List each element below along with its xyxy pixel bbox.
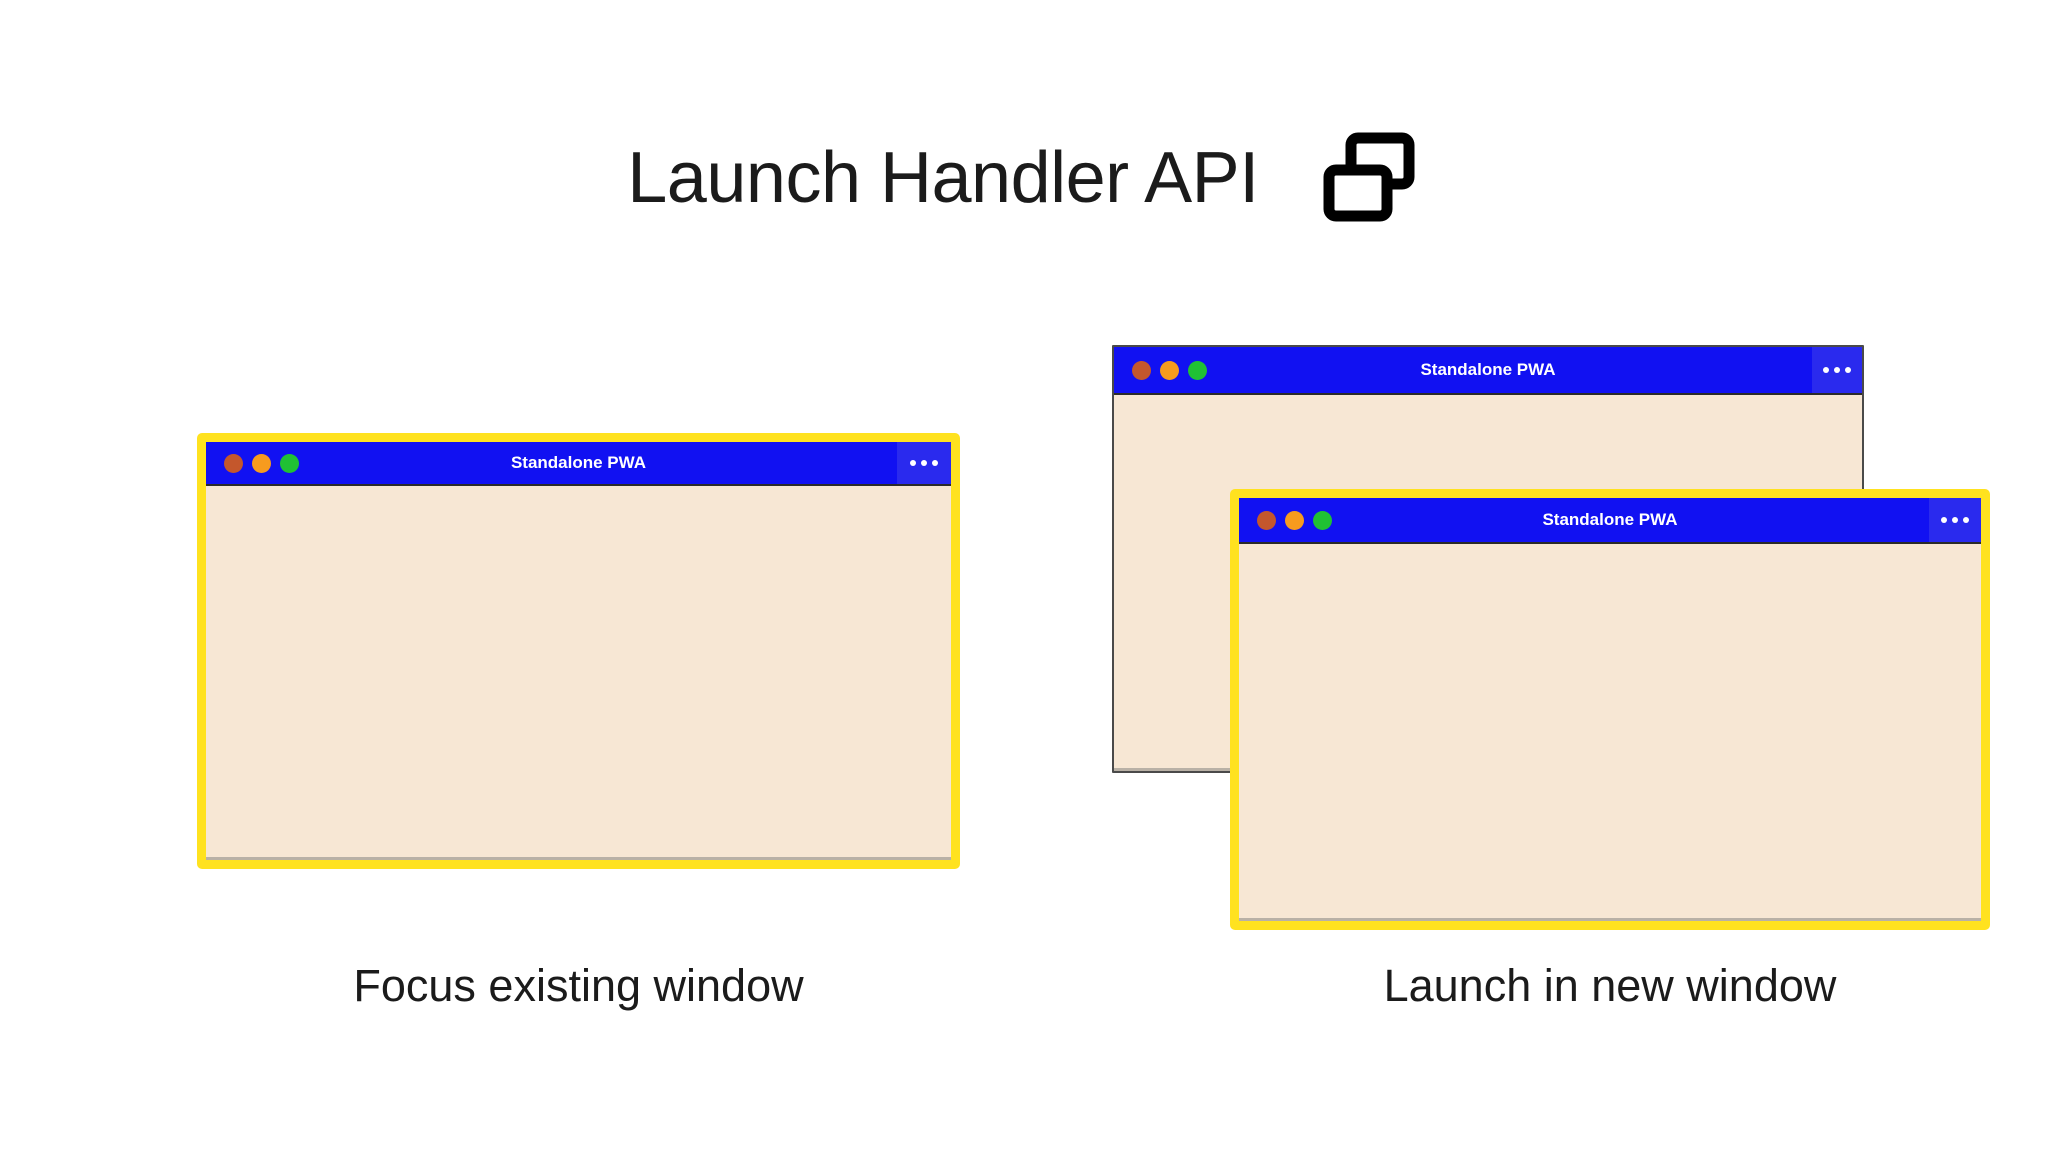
- window-title-bar[interactable]: Standalone PWA: [1239, 498, 1981, 544]
- window-title-bar[interactable]: Standalone PWA: [1114, 347, 1862, 395]
- close-icon[interactable]: [1132, 360, 1151, 380]
- window-switch-icon: [1323, 132, 1415, 222]
- window-title: Standalone PWA: [510, 453, 647, 472]
- minimize-icon[interactable]: [1160, 360, 1179, 380]
- overflow-menu-icon[interactable]: [897, 442, 951, 484]
- window-content-area: [206, 486, 951, 860]
- maximize-icon[interactable]: [1313, 510, 1332, 530]
- page-title: Launch Handler API: [627, 138, 1259, 218]
- window-title: Standalone PWA: [1542, 510, 1678, 529]
- pwa-window-focused-existing[interactable]: Standalone PWA: [197, 433, 960, 869]
- overflow-dot: [921, 460, 927, 466]
- traffic-lights: [1257, 510, 1332, 530]
- overflow-dot: [1823, 367, 1829, 373]
- close-icon[interactable]: [224, 453, 243, 473]
- window-title-bar[interactable]: Standalone PWA: [206, 442, 951, 486]
- overflow-dot: [932, 460, 938, 466]
- overflow-dot: [1963, 517, 1969, 523]
- maximize-icon[interactable]: [280, 453, 299, 473]
- overflow-menu-icon[interactable]: [1929, 498, 1981, 542]
- traffic-lights: [224, 453, 299, 473]
- minimize-icon[interactable]: [1285, 510, 1304, 530]
- minimize-icon[interactable]: [252, 453, 271, 473]
- overflow-dot: [910, 460, 916, 466]
- window-inner: Standalone PWA: [206, 442, 951, 860]
- caption-focus-existing: Focus existing window: [353, 960, 804, 1011]
- overflow-dot: [1941, 517, 1947, 523]
- window-content-area: [1239, 544, 1981, 921]
- overflow-dot: [1845, 367, 1851, 373]
- page-header: Launch Handler API: [0, 118, 2048, 238]
- overflow-dot: [1834, 367, 1840, 373]
- window-inner: Standalone PWA: [1239, 498, 1981, 921]
- maximize-icon[interactable]: [1188, 360, 1207, 380]
- traffic-lights: [1132, 360, 1207, 380]
- overflow-dot: [1952, 517, 1958, 523]
- window-title: Standalone PWA: [1420, 360, 1556, 379]
- close-icon[interactable]: [1257, 510, 1276, 530]
- overflow-menu-icon[interactable]: [1812, 347, 1862, 393]
- pwa-window-focused-new[interactable]: Standalone PWA: [1230, 489, 1990, 930]
- caption-launch-new: Launch in new window: [1383, 960, 1837, 1011]
